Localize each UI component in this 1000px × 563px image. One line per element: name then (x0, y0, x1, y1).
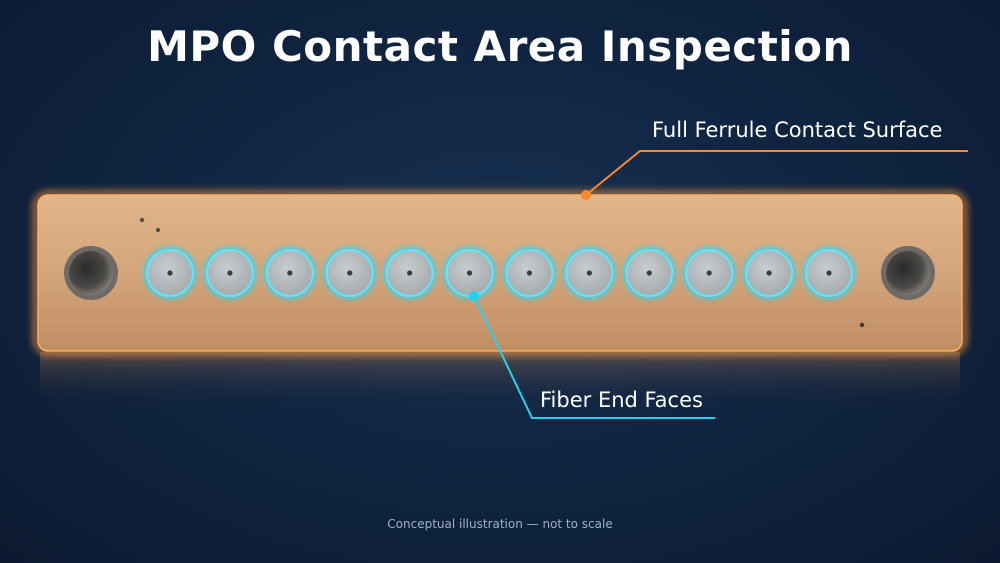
fiber-array (143, 246, 856, 300)
fiber-end-face (622, 246, 676, 300)
fiber-end-face (682, 246, 736, 300)
fiber-end-face (143, 246, 197, 300)
page-title: MPO Contact Area Inspection (147, 22, 853, 71)
fiber-core (586, 270, 592, 276)
guide-hole-right (881, 246, 935, 300)
fiber-core (766, 270, 772, 276)
fiber-end-face (443, 246, 497, 300)
fiber-core (287, 270, 293, 276)
footer-note: Conceptual illustration — not to scale (387, 517, 613, 531)
fiber-core (826, 270, 832, 276)
fiber-end-face (383, 246, 437, 300)
ferrule-surface-label: Full Ferrule Contact Surface (652, 118, 943, 142)
fiber-core (347, 270, 353, 276)
ferrule-reflection (40, 352, 960, 412)
ferrule-surface-marker (581, 190, 591, 200)
fiber-end-faces-leader (473, 295, 715, 419)
fiber-core (167, 270, 173, 276)
fiber-end-face (742, 246, 796, 300)
ferrule-surface-leader (585, 150, 968, 196)
fiber-end-faces-marker (469, 291, 479, 301)
surface-speck (859, 322, 865, 328)
fiber-end-face (203, 246, 257, 300)
fiber-end-face (802, 246, 856, 300)
fiber-end-face (323, 246, 377, 300)
fiber-core (706, 270, 712, 276)
fiber-core (227, 270, 233, 276)
fiber-core (407, 270, 413, 276)
fiber-end-faces-label: Fiber End Faces (540, 388, 703, 412)
surface-speck (156, 228, 160, 232)
guide-hole-left (64, 246, 118, 300)
fiber-core (646, 270, 652, 276)
surface-speck (139, 217, 145, 223)
fiber-end-face (562, 246, 616, 300)
fiber-end-face (502, 246, 556, 300)
fiber-end-face (263, 246, 317, 300)
fiber-core (466, 270, 473, 276)
fiber-core (526, 270, 533, 276)
